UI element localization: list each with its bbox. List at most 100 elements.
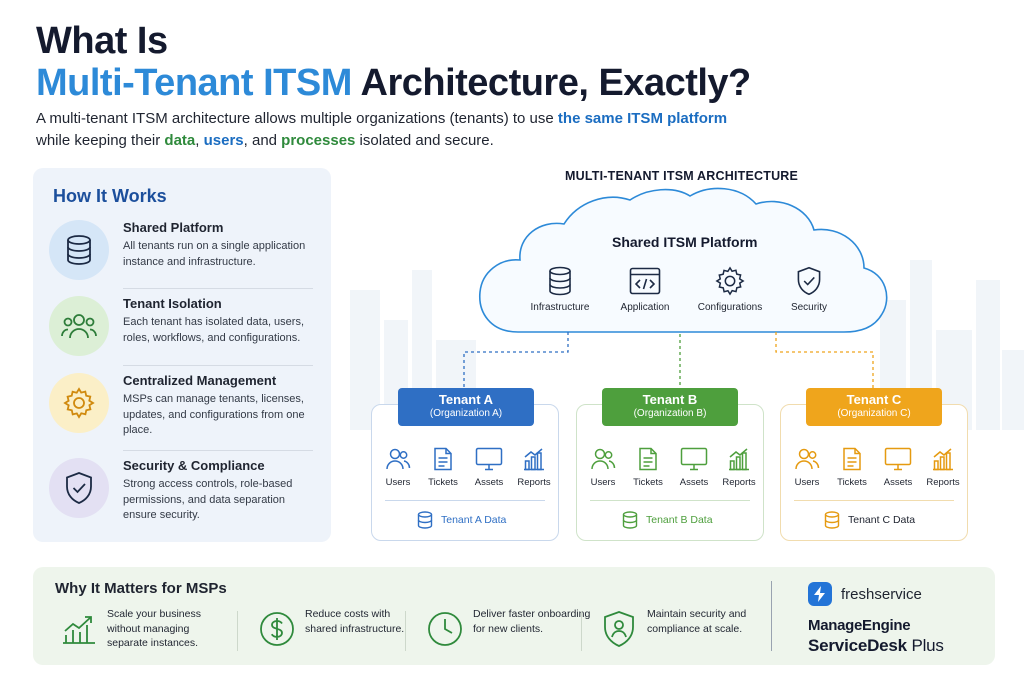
how-item-title: Security & Compliance — [123, 458, 265, 473]
how-item-desc: Strong access controls, role-based permi… — [123, 478, 293, 521]
why-title: Why It Matters for MSPs — [55, 580, 227, 597]
gear-icon — [685, 264, 775, 298]
how-item-desc: All tenants run on a single application … — [123, 240, 306, 268]
intro-text: isolated and secure. — [355, 132, 494, 149]
divider — [581, 611, 582, 651]
platform-item-security: Security — [764, 264, 854, 313]
intro-highlight-processes: processes — [281, 132, 356, 149]
tenant-b-data: Tenant B Data — [622, 510, 713, 530]
why-item-text: Maintain security and compliance at scal… — [647, 608, 747, 635]
bar-chart-icon — [512, 444, 556, 474]
page-title-line2: Multi-Tenant ITSM Architecture, Exactly? — [36, 62, 751, 105]
database-icon — [622, 511, 638, 529]
brand-divider — [771, 581, 772, 651]
tenant-item-label: Assets — [883, 477, 913, 488]
tenant-b-users: Users — [581, 444, 625, 488]
tenant-org: (Organization C) — [837, 408, 911, 419]
how-item-title: Centralized Management — [123, 373, 277, 388]
page-title-line1: What Is — [36, 20, 168, 62]
users-icon — [376, 444, 420, 474]
how-item-title: Tenant Isolation — [123, 296, 222, 311]
servicedesk-plus-name: ServiceDesk Plus — [808, 636, 944, 656]
tenant-a-assets: Assets — [467, 444, 511, 488]
tenant-c-tickets: Tickets — [830, 444, 874, 488]
tenant-b-card — [576, 404, 764, 541]
monitor-icon — [467, 444, 511, 474]
tenant-b-assets: Assets — [672, 444, 716, 488]
tenant-name: Tenant B — [642, 392, 698, 407]
manageengine-name: ManageEngine — [808, 617, 911, 634]
tenant-a-reports: Reports — [512, 444, 556, 488]
platform-item-label: Security — [790, 302, 828, 313]
tenant-c-users: Users — [785, 444, 829, 488]
platform-item-configurations: Configurations — [685, 264, 775, 313]
tenant-c-card — [780, 404, 968, 541]
title-rest: Architecture, Exactly? — [351, 62, 752, 104]
shield-user-icon — [599, 609, 639, 649]
tenant-b-reports: Reports — [717, 444, 761, 488]
intro-text: A multi-tenant ITSM architecture allows … — [36, 110, 558, 127]
tenant-b-header: Tenant B (Organization B) — [602, 388, 738, 426]
how-item-desc: Each tenant has isolated data, users, ro… — [123, 316, 305, 344]
tenant-data-label: Tenant B Data — [646, 514, 713, 526]
gear-icon — [49, 373, 109, 433]
how-item-title: Shared Platform — [123, 220, 224, 235]
divider — [123, 450, 313, 451]
freshservice-name: freshservice — [841, 585, 922, 603]
how-item-desc: MSPs can manage tenants, licenses, updat… — [123, 393, 305, 436]
ticket-document-icon — [830, 444, 874, 474]
monitor-icon — [876, 444, 920, 474]
tenant-item-label: Users — [794, 477, 820, 488]
users-icon — [785, 444, 829, 474]
intro-paragraph: A multi-tenant ITSM architecture allows … — [36, 108, 736, 152]
bar-chart-icon — [717, 444, 761, 474]
platform-title: Shared ITSM Platform — [612, 234, 758, 250]
tenant-item-label: Users — [590, 477, 616, 488]
tenant-c-header: Tenant C (Organization C) — [806, 388, 942, 426]
divider — [794, 500, 954, 501]
tenant-a-users: Users — [376, 444, 420, 488]
tenant-item-label: Reports — [926, 477, 960, 488]
tenant-c-reports: Reports — [921, 444, 965, 488]
tenant-item-label: Reports — [722, 477, 756, 488]
tenant-c-assets: Assets — [876, 444, 920, 488]
monitor-icon — [672, 444, 716, 474]
freshservice-logo-icon — [808, 582, 832, 606]
platform-item-application: Application — [600, 264, 690, 313]
users-icon — [581, 444, 625, 474]
tenant-org: (Organization B) — [633, 408, 707, 419]
intro-text: while keeping their — [36, 132, 165, 149]
tenant-item-label: Reports — [517, 477, 551, 488]
how-it-works-panel: How It Works Shared Platform All tenants… — [33, 168, 331, 542]
tenant-item-label: Tickets — [428, 477, 458, 488]
how-it-works-title: How It Works — [53, 186, 167, 206]
bar-chart-icon — [921, 444, 965, 474]
dollar-icon — [257, 609, 297, 649]
tenant-a-data: Tenant A Data — [417, 510, 506, 530]
architecture-title: MULTI-TENANT ITSM ARCHITECTURE — [565, 169, 799, 183]
shield-check-icon — [49, 458, 109, 518]
code-window-icon — [600, 264, 690, 298]
divider — [590, 500, 750, 501]
tenant-name: Tenant A — [438, 392, 494, 407]
tenant-data-label: Tenant A Data — [441, 514, 507, 526]
servicedesk-rest: Plus — [906, 636, 944, 655]
intro-highlight-users: users — [203, 132, 244, 149]
clock-icon — [425, 609, 465, 649]
divider — [405, 611, 406, 651]
tenant-item-label: Users — [385, 477, 411, 488]
tenant-a-card — [371, 404, 559, 541]
tenant-c-data: Tenant C Data — [824, 510, 915, 530]
why-item-text: Deliver faster onboarding for new client… — [473, 608, 591, 635]
divider — [237, 611, 238, 651]
divider — [385, 500, 545, 501]
tenant-data-label: Tenant C Data — [848, 514, 916, 526]
tenant-item-label: Assets — [679, 477, 709, 488]
ticket-document-icon — [421, 444, 465, 474]
database-icon — [49, 220, 109, 280]
tenant-a-tickets: Tickets — [421, 444, 465, 488]
tenant-org: (Organization A) — [429, 408, 503, 419]
database-icon — [824, 511, 840, 529]
why-item-text: Reduce costs with shared infrastructure. — [305, 608, 405, 635]
platform-item-label: Configurations — [697, 302, 763, 313]
